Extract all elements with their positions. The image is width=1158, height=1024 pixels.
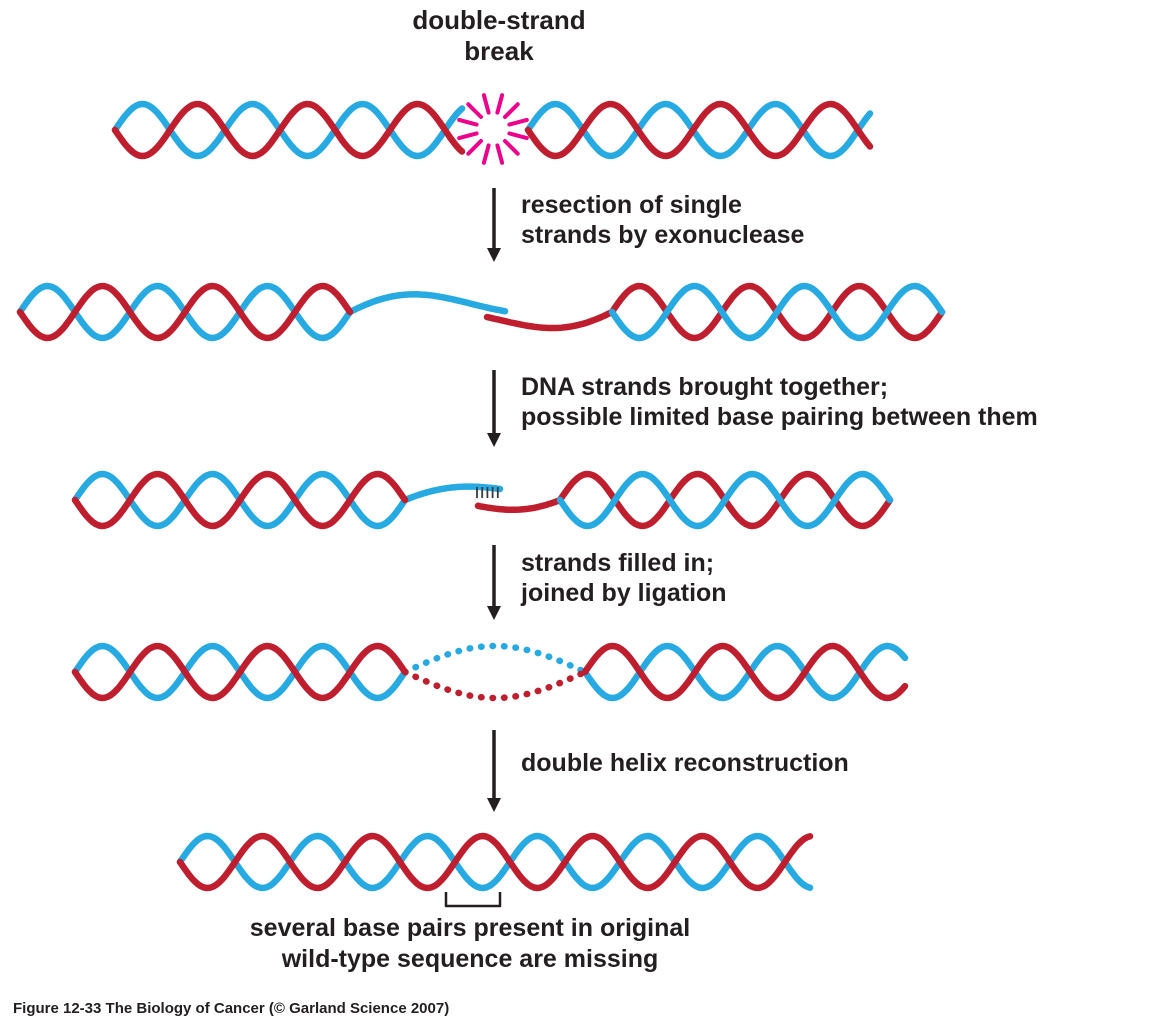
missing-bases-note: several base pairs present in original w…	[250, 913, 690, 975]
base-pairing-ticks	[476, 487, 499, 498]
dna-row-5-final	[176, 832, 814, 892]
arrow-step-1	[487, 188, 501, 262]
figure-title: double-strand break	[412, 5, 585, 67]
step-label-resection: resection of single strands by exonuclea…	[521, 190, 804, 250]
missing-bases-note-line: several base pairs present in original	[249, 914, 691, 942]
step-label-line: resection of single	[521, 191, 742, 219]
break-starburst-icon	[457, 93, 529, 165]
arrowhead	[487, 248, 501, 262]
arrow-step-3	[487, 545, 501, 620]
figure-caption: Figure 12-33 The Biology of Cancer (© Ga…	[13, 1000, 450, 1017]
step-label-line: possible limited base pairing between th…	[521, 403, 1038, 431]
figure-title-line: break	[464, 36, 534, 66]
step-label-line: strands by exonuclease	[521, 221, 805, 249]
step-label-line: joined by ligation	[521, 579, 727, 607]
dna-row-4-ligated	[71, 642, 909, 702]
step-label-reconstruction: double helix reconstruction	[521, 748, 849, 778]
figure-title-line: double-strand	[412, 5, 586, 35]
step-label-ligation: strands filled in; joined by ligation	[521, 548, 727, 608]
step-label-line: DNA strands brought together;	[521, 373, 889, 401]
dna-row-1-broken-helix	[111, 100, 874, 160]
dna-row-3-aligned	[71, 470, 894, 530]
step-label-strands-brought-together: DNA strands brought together; possible l…	[521, 372, 1038, 432]
dna-row-2-resected	[16, 282, 946, 342]
missing-bases-bracket	[444, 892, 502, 908]
step-label-line: double helix reconstruction	[521, 749, 849, 777]
step-label-line: strands filled in;	[521, 549, 715, 577]
arrow-step-4	[487, 730, 501, 812]
arrowhead	[487, 433, 501, 447]
arrow-step-2	[487, 370, 501, 447]
missing-bases-note-line: wild-type sequence are missing	[281, 945, 659, 973]
arrowhead	[487, 606, 501, 620]
arrowhead	[487, 798, 501, 812]
